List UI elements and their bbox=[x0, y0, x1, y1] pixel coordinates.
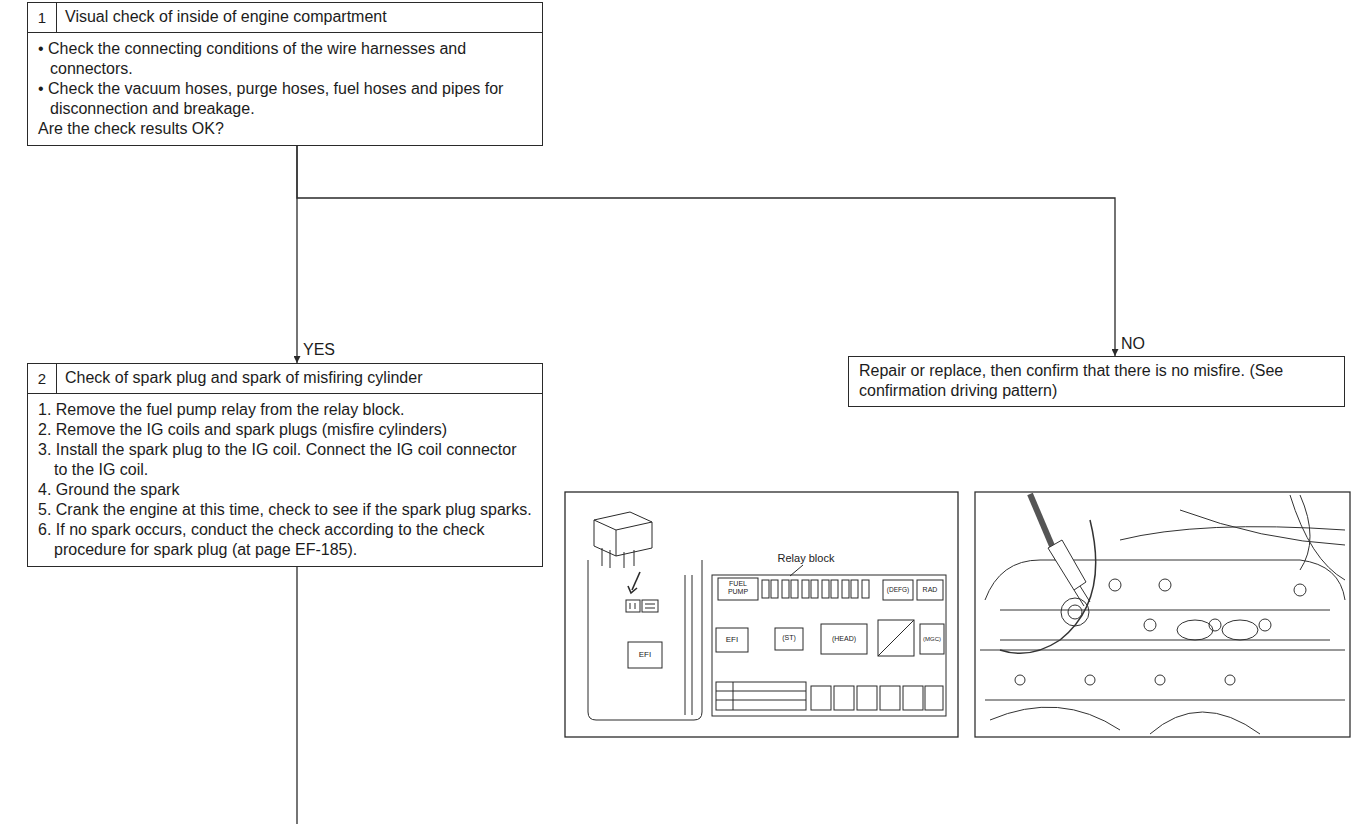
step-header: 2Check of spark plug and spark of misfir… bbox=[28, 364, 542, 394]
step-text: 2. Remove the IG coils and spark plugs (… bbox=[38, 420, 532, 440]
edge-label: NO bbox=[1119, 335, 1147, 353]
step-number: 1 bbox=[28, 3, 57, 32]
process-box: 1Visual check of inside of engine compar… bbox=[27, 2, 543, 146]
step-header: 1Visual check of inside of engine compar… bbox=[28, 3, 542, 33]
step-text: 4. Ground the spark bbox=[38, 480, 532, 500]
result-box: Repair or replace, then confirm that the… bbox=[848, 356, 1345, 407]
step-text: Are the check results OK? bbox=[38, 119, 532, 139]
relay-label: EFI bbox=[717, 635, 747, 644]
step-body: 1. Remove the fuel pump relay from the r… bbox=[28, 394, 542, 566]
step-number: 2 bbox=[28, 364, 57, 393]
step-text: 1. Remove the fuel pump relay from the r… bbox=[38, 400, 532, 420]
relay-label: EFI bbox=[629, 650, 661, 659]
relay-block-figure bbox=[565, 492, 958, 737]
step-body: • Check the connecting conditions of the… bbox=[28, 33, 542, 145]
part-label: Relay block bbox=[766, 552, 846, 565]
relay-label: (HEAD) bbox=[822, 635, 866, 643]
leader-line bbox=[790, 565, 803, 576]
relay-label: RAD bbox=[918, 586, 942, 594]
process-box: 2Check of spark plug and spark of misfir… bbox=[27, 363, 543, 567]
step-text: 5. Crank the engine at this time, check … bbox=[38, 500, 532, 520]
engine-figure bbox=[975, 492, 1350, 737]
relay-label: (ST) bbox=[776, 634, 802, 642]
edge-label: YES bbox=[301, 341, 337, 359]
continuation-line bbox=[296, 567, 297, 824]
result-text: Repair or replace, then confirm that the… bbox=[849, 357, 1344, 406]
step-text: • Check the vacuum hoses, purge hoses, f… bbox=[38, 79, 532, 119]
relay-label: (MGC) bbox=[921, 635, 943, 643]
step-heading: Check of spark plug and spark of misfiri… bbox=[57, 364, 431, 393]
relay-label: (DEFG) bbox=[884, 586, 912, 594]
step-text: 3. Install the spark plug to the IG coil… bbox=[38, 440, 532, 480]
step-heading: Visual check of inside of engine compart… bbox=[57, 3, 395, 32]
step-text: • Check the connecting conditions of the… bbox=[38, 39, 532, 79]
relay-label: FUEL PUMP bbox=[719, 580, 757, 596]
step-text: 6. If no spark occurs, conduct the check… bbox=[38, 520, 532, 560]
flow-connector bbox=[297, 146, 1115, 356]
